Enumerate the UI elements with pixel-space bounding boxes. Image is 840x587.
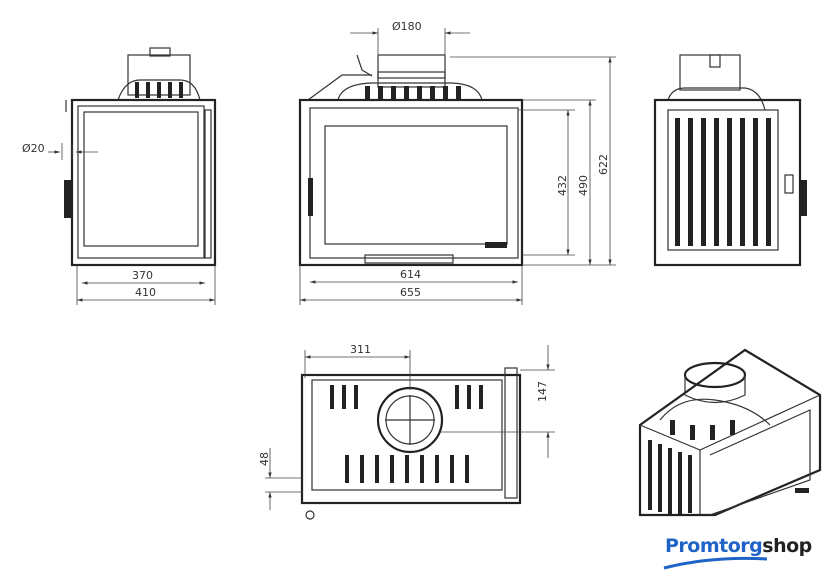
side-view: Ø20 370 410 bbox=[22, 47, 217, 305]
logo-part-shop: shop bbox=[762, 535, 812, 557]
outer-width-label: 655 bbox=[400, 286, 421, 299]
logo-part-promtorg: Promtorg bbox=[665, 535, 763, 557]
logo-swoosh-icon bbox=[663, 556, 768, 570]
body-height-label: 490 bbox=[577, 175, 590, 196]
isometric-view bbox=[638, 348, 822, 517]
promtorgshop-logo: Promtorgshop bbox=[665, 535, 812, 557]
top-view: 311 147 48 bbox=[258, 343, 555, 520]
glass-height-label: 432 bbox=[556, 175, 569, 196]
flue-diameter-label: Ø180 bbox=[392, 20, 422, 33]
inlet-diameter-label: Ø20 bbox=[22, 142, 45, 155]
inner-width-label: 614 bbox=[400, 268, 421, 281]
rear-side-view bbox=[653, 54, 807, 267]
flue-depth-label: 147 bbox=[536, 381, 549, 402]
front-view: Ø180 614 655 432 490 622 bbox=[298, 20, 616, 305]
total-height-label: 622 bbox=[597, 154, 610, 175]
flue-offset-label: 311 bbox=[350, 343, 371, 356]
base-offset-label: 48 bbox=[258, 452, 271, 466]
outer-depth-label: 410 bbox=[135, 286, 156, 299]
inner-depth-label: 370 bbox=[132, 269, 153, 282]
